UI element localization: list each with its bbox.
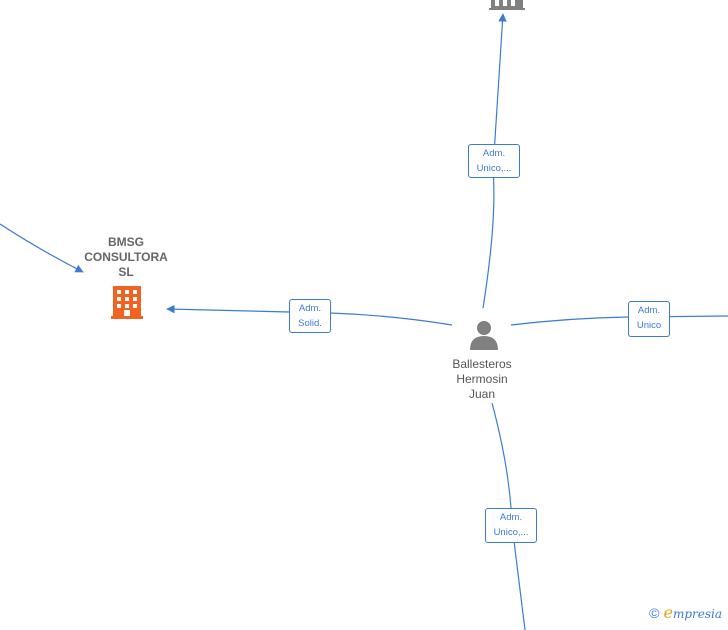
building-icon[interactable]	[111, 286, 143, 319]
company-label-bmsg[interactable]: BMSG CONSULTORA SL	[70, 235, 182, 280]
brand-initial: e	[663, 603, 673, 622]
edge-label-line: Unico,...	[493, 527, 529, 538]
person-icon[interactable]	[470, 321, 498, 350]
footer-brand: © empresia	[649, 603, 722, 622]
company-name-line: CONSULTORA	[84, 250, 168, 264]
edge-label-bottom[interactable]: Adm. Unico,...	[485, 508, 537, 543]
edge-label-line: Solid.	[298, 318, 322, 329]
person-name-line: Ballesteros	[452, 357, 512, 371]
edge-label-top[interactable]: Adm. Unico,...	[468, 144, 520, 178]
edge-person-to-bmsg	[166, 304, 453, 326]
brand-logo[interactable]: empresia	[663, 603, 722, 622]
edge-label-line: Unico	[636, 320, 662, 331]
edge-label-line: Adm.	[499, 512, 523, 523]
company-name-line: BMSG	[108, 235, 144, 249]
brand-name: mpresia	[672, 607, 722, 621]
edge-offscreen-to-bmsg	[0, 223, 84, 273]
company-name-line: SL	[118, 265, 134, 279]
edge-person-to-right	[510, 315, 728, 326]
edge-label-line: Adm.	[298, 303, 322, 314]
copyright-icon: ©	[649, 604, 660, 621]
person-name-line: Juan	[468, 387, 496, 401]
person-label[interactable]: Ballesteros Hermosin Juan	[436, 357, 528, 402]
edge-label-line: Unico,...	[476, 163, 512, 174]
edge-label-right[interactable]: Adm. Unico	[628, 301, 670, 337]
edge-label-line: Adm.	[482, 148, 506, 159]
person-name-line: Hermosin	[456, 372, 508, 386]
building-icon[interactable]	[489, 0, 525, 10]
edge-label-line: Adm.	[637, 305, 661, 316]
edge-label-left[interactable]: Adm. Solid.	[289, 299, 331, 333]
